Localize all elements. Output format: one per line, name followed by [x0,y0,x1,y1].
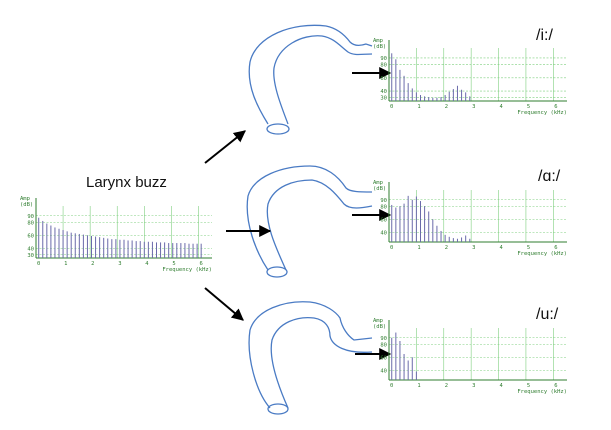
x-tick-label: 0 [37,261,40,267]
y-tick-label: 40 [27,246,34,252]
x-tick-label: 6 [554,245,557,251]
x-axis-label: Frequency (kHz) [517,251,567,257]
y-axis-label: Amp [373,318,383,324]
vowel-label-a: /ɑ:/ [538,168,561,185]
larynx-buzz-title: Larynx buzz [86,174,167,191]
x-tick-label: 4 [500,104,504,110]
x-tick-label: 1 [417,104,420,110]
y-axis-label: Amp [373,38,383,44]
y-axis-unit: (dB) [373,186,386,192]
y-tick-label: 90 [380,336,387,342]
x-tick-label: 1 [417,245,420,251]
y-tick-label: 60 [380,355,387,361]
vocal-tract-bottom [248,301,373,415]
x-tick-label: 3 [472,383,475,389]
y-tick-label: 80 [380,204,387,210]
vocal-tract-top [248,24,373,135]
x-tick-label: 3 [472,245,475,251]
y-axis-unit: (dB) [373,44,386,50]
x-axis-label: Frequency (kHz) [162,267,212,273]
vowel-label-u: /u:/ [536,306,559,323]
y-tick-label: 30 [380,96,387,102]
y-axis-unit: (dB) [373,324,386,330]
y-tick-label: 90 [27,214,34,220]
y-axis-unit: (dB) [20,202,33,208]
x-tick-label: 2 [445,383,448,389]
arrows [204,67,392,360]
y-tick-label: 80 [380,63,387,69]
x-tick-label: 2 [445,245,448,251]
x-tick-label: 0 [390,245,393,251]
y-tick-label: 80 [380,342,387,348]
y-tick-label: 60 [380,217,387,223]
y-axis-label: Amp [20,196,30,202]
x-tick-label: 0 [390,104,393,110]
vowel-label-i: /i:/ [536,27,553,44]
x-tick-label: 6 [554,104,557,110]
y-tick-label: 30 [27,253,34,259]
y-tick-label: 90 [380,56,387,62]
x-tick-label: 5 [527,245,530,251]
arrow-larynx-to-bottom [204,287,244,321]
x-tick-label: 6 [199,261,202,267]
x-tick-label: 1 [64,261,67,267]
x-tick-label: 5 [172,261,175,267]
x-tick-label: 0 [390,383,393,389]
x-tick-label: 1 [417,383,420,389]
vocal-tract-middle [246,165,373,278]
arrow-larynx-to-top [204,130,246,164]
y-tick-label: 60 [380,76,387,82]
x-tick-label: 5 [527,104,530,110]
y-tick-label: 60 [27,233,34,239]
y-tick-label: 80 [27,220,34,226]
y-tick-label: 40 [380,89,387,95]
y-tick-label: 40 [380,368,387,374]
x-tick-label: 6 [554,383,557,389]
x-tick-label: 3 [472,104,475,110]
y-axis-label: Amp [373,180,383,186]
x-tick-label: 2 [91,261,94,267]
vocal-tracts [246,24,373,415]
x-tick-label: 4 [500,245,504,251]
x-tick-label: 5 [527,383,530,389]
x-axis-label: Frequency (kHz) [517,110,567,116]
x-axis-label: Frequency (kHz) [517,389,567,395]
x-tick-label: 2 [445,104,448,110]
x-tick-label: 4 [145,261,149,267]
y-tick-label: 40 [380,230,387,236]
x-tick-label: 3 [118,261,121,267]
y-tick-label: 90 [380,198,387,204]
x-tick-label: 4 [500,383,504,389]
